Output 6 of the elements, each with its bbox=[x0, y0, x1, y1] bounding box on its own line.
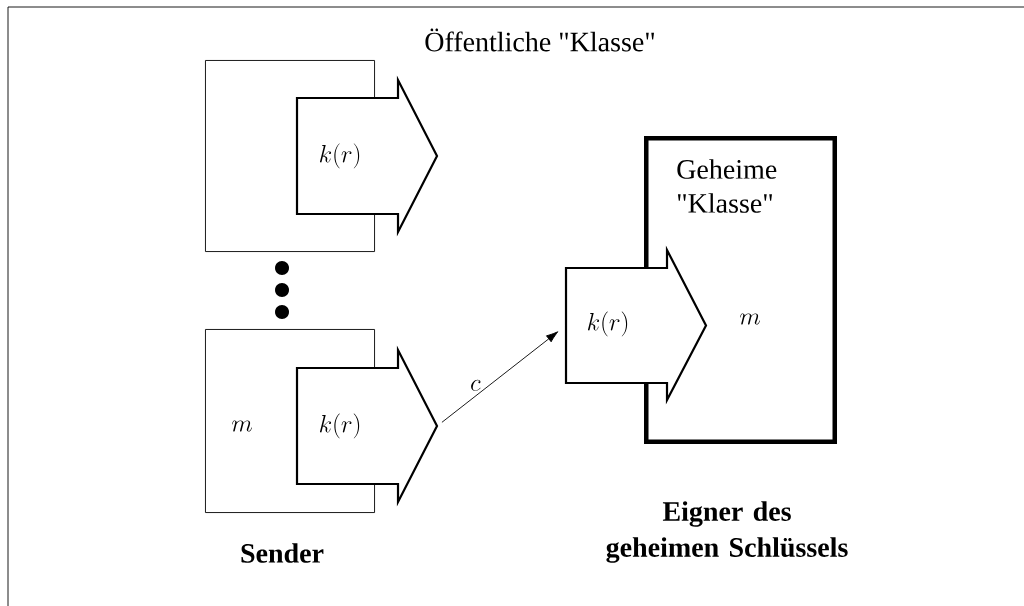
arrow bbox=[441, 331, 559, 423]
caption-text: Sender bbox=[241, 543, 324, 563]
heading-text: Öffentliche "Klasse" bbox=[425, 28, 654, 52]
caption-text: Eigner des geheimen Schlüssels bbox=[606, 501, 848, 563]
class-box: Geheime "Klasse" $m$ bbox=[644, 136, 837, 444]
edge-label: $c$ bbox=[471, 379, 481, 391]
